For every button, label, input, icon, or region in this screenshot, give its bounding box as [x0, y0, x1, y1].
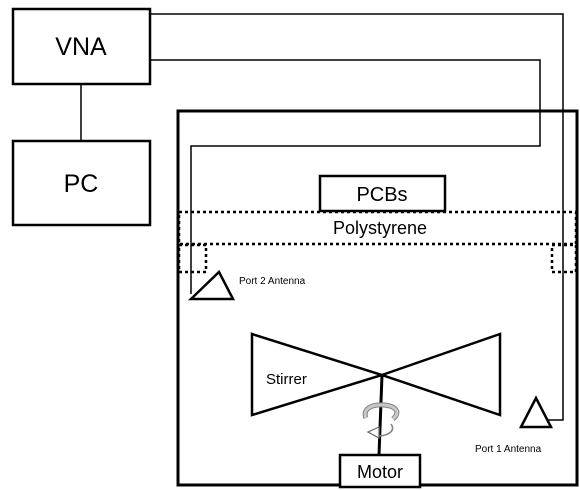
vna-block: VNA — [11, 7, 152, 86]
polystyrene-layer: Polystyrene — [177, 210, 578, 246]
stirrer-right-blade — [378, 332, 502, 417]
pcbs-block: PCBs — [318, 174, 447, 213]
pc-block: PC — [11, 139, 152, 227]
stirrer: Stirrer — [250, 332, 502, 417]
stirrer-left-blade — [250, 332, 387, 417]
port1-cable — [150, 13, 564, 421]
motor-label: Motor — [357, 462, 403, 482]
stirrer-label: Stirrer — [266, 371, 307, 388]
stirrer-shaft — [377, 374, 384, 456]
antenna-triangle-icon — [187, 269, 236, 301]
port2-antenna: Port 2 Antenna — [187, 269, 306, 301]
right-support — [550, 243, 578, 274]
port2-cable — [150, 59, 541, 294]
port1-antenna: Port 1 Antenna — [475, 395, 554, 455]
port2-antenna-label: Port 2 Antenna — [239, 276, 306, 287]
pc-label: PC — [64, 170, 99, 198]
polystyrene-label: Polystyrene — [333, 218, 427, 238]
vna-label: VNA — [55, 33, 107, 61]
left-support — [177, 243, 208, 274]
rotation-arrow-icon — [362, 402, 400, 440]
motor-block: Motor — [338, 453, 422, 489]
antenna-triangle-icon — [518, 395, 554, 429]
pcbs-label: PCBs — [356, 184, 407, 206]
port1-antenna-label: Port 1 Antenna — [475, 444, 542, 455]
